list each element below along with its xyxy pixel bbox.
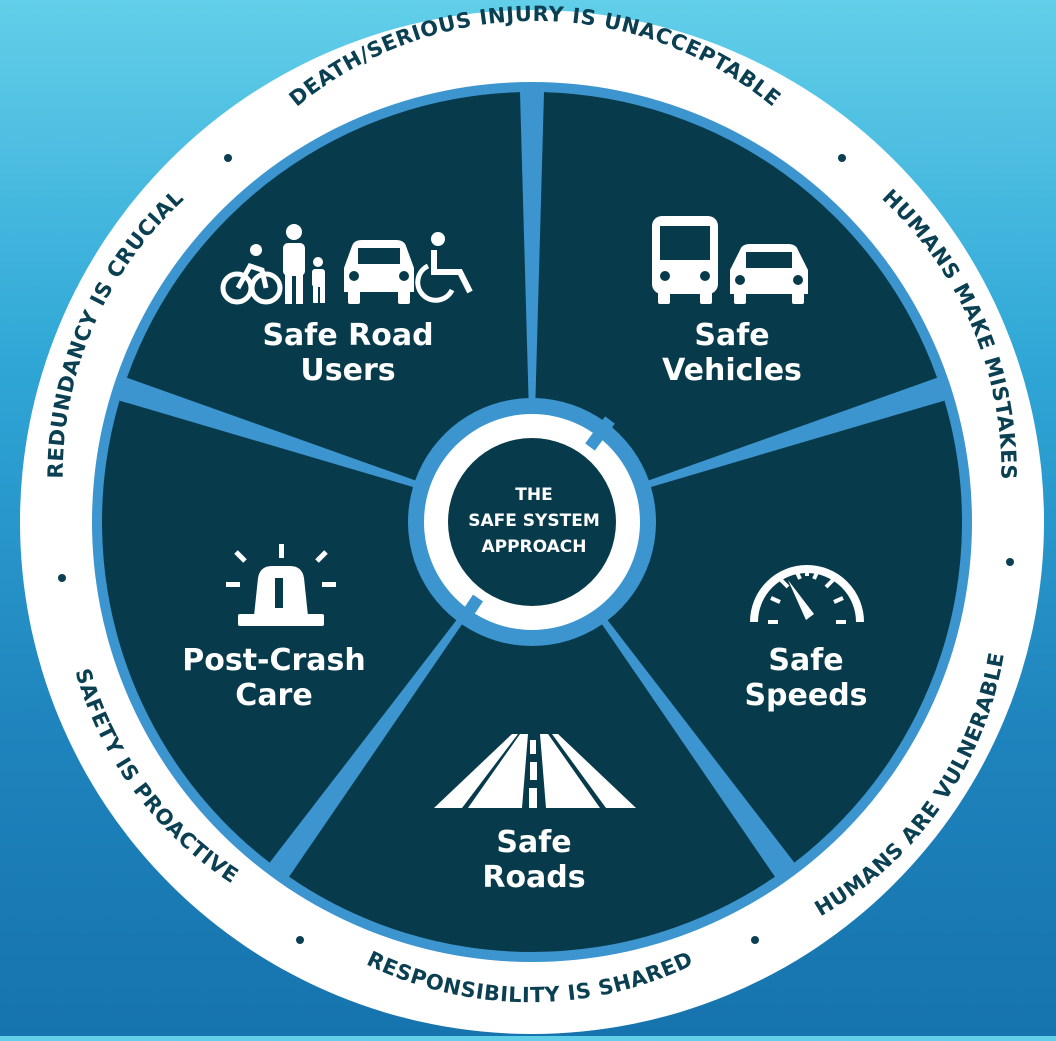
label-safe-speeds-2: Speeds	[744, 678, 867, 713]
hub-ring-gap	[457, 594, 483, 626]
hub-inner	[448, 438, 616, 606]
separator-dot	[751, 936, 759, 944]
road-icon	[434, 734, 636, 808]
segment-safe-speeds	[607, 400, 962, 863]
center-line-2: SAFE SYSTEM	[468, 511, 599, 531]
speedometer-icon	[750, 565, 864, 624]
separator-dot	[224, 154, 232, 162]
separator-dot	[58, 574, 66, 582]
label-post-crash-care-2: Care	[235, 678, 312, 713]
label-safe-road-users-2: Users	[300, 353, 395, 388]
label-safe-road-users-1: Safe Road	[262, 318, 433, 353]
segments-group	[102, 92, 962, 952]
separator-dot	[1006, 558, 1014, 566]
label-safe-speeds-1: Safe	[768, 643, 843, 678]
pedestrian-adult-icon	[283, 224, 305, 304]
car-front-icon	[344, 240, 414, 304]
ring-separator-dots	[58, 154, 1014, 944]
hub-ring-gap	[585, 416, 615, 451]
segment-post-crash-care	[102, 400, 457, 863]
bus-icon	[652, 216, 718, 304]
segment-safe-road-users	[126, 92, 529, 481]
center-line-1: THE	[515, 485, 552, 505]
center-hub: THE SAFE SYSTEM APPROACH	[410, 400, 654, 644]
separator-dot	[838, 154, 846, 162]
label-safe-roads-1: Safe	[496, 825, 571, 860]
label-safe-vehicles-1: Safe	[694, 318, 769, 353]
separator-dot	[296, 936, 304, 944]
label-safe-roads-2: Roads	[482, 860, 585, 895]
label-post-crash-care-1: Post-Crash	[182, 643, 366, 678]
center-line-3: APPROACH	[481, 537, 586, 557]
vehicles-icon	[652, 216, 808, 304]
label-safe-vehicles-2: Vehicles	[662, 353, 802, 388]
wheelchair-icon	[415, 232, 473, 303]
cyclist-icon	[220, 244, 283, 305]
road-users-icon	[220, 224, 473, 305]
pedestrian-child-icon	[312, 257, 325, 303]
car-icon	[730, 244, 808, 304]
segment-labels: Safe Road Users Safe Vehicles Safe Speed…	[182, 318, 867, 895]
siren-icon	[226, 544, 336, 626]
